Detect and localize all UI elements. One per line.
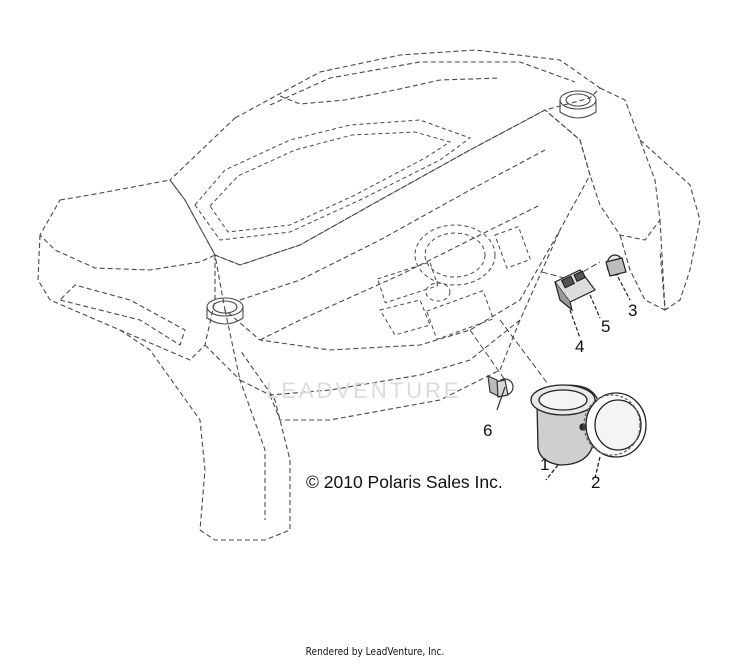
part-6-switch (487, 375, 514, 411)
callout-6[interactable]: 6 (483, 421, 493, 440)
dashboard-outline (37, 49, 701, 541)
part-2-bezel (583, 392, 647, 479)
copyright-notice: © 2010 Polaris Sales Inc. (306, 472, 503, 492)
callout-3[interactable]: 3 (628, 301, 638, 320)
callout-4[interactable]: 4 (575, 337, 585, 356)
part-4-5-switch (554, 269, 601, 339)
part-1-gauge (530, 384, 599, 481)
cluster-area (376, 224, 532, 340)
top-window-cutout (194, 119, 472, 241)
watermark-text: LEADVENTURE (266, 378, 462, 403)
vent-pods (206, 90, 597, 325)
rendered-by-footer: Rendered by LeadVenture, Inc. (305, 645, 445, 658)
callout-1[interactable]: 1 (540, 455, 550, 474)
part-3-socket (605, 254, 631, 301)
callout-2[interactable]: 2 (591, 473, 601, 492)
callout-5[interactable]: 5 (601, 317, 611, 336)
